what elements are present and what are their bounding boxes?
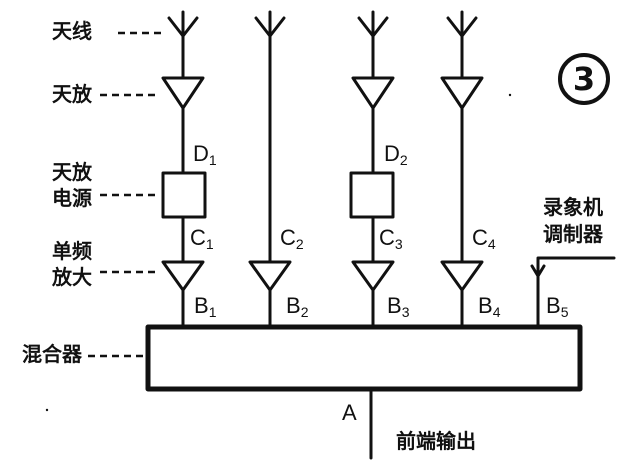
signal-b2: B2 [286,293,309,321]
mixer-box [145,324,583,392]
power-supply-2 [349,171,395,219]
signal-b3: B3 [387,293,410,321]
signal-c3: C3 [379,225,403,253]
antenna-icon-4 [446,10,478,38]
label-amplifier: 天放 [52,82,92,106]
signal-b4: B4 [478,293,501,321]
signal-c1: C1 [190,225,214,253]
signal-c2: C2 [280,225,304,253]
antenna-amplifier-1 [161,76,205,110]
single-band-amplifier-3 [351,260,395,292]
signal-d1: D1 [193,141,217,169]
b5-arrow-icon [530,264,546,278]
antenna-icon-3 [357,10,389,38]
antenna-icon-2 [254,10,286,38]
wire-b5 [536,256,616,329]
scan-dot [508,93,512,97]
scan-dot [45,408,49,412]
label-single-line2: 放大 [52,265,92,289]
label-output: 前端输出 [396,429,476,453]
label-antenna: 天线 [52,19,92,43]
power-supply-1 [161,171,207,219]
single-band-amplifier-4 [440,260,484,292]
signal-b1: B1 [194,293,217,321]
antenna-amplifier-4 [440,76,484,110]
signal-b5: B5 [546,293,569,321]
single-band-amplifier-1 [161,260,205,292]
antenna-icon-1 [167,10,199,38]
label-single-line1: 单频 [52,239,92,263]
label-power-line1: 天放 [52,160,92,184]
signal-a: A [342,400,357,425]
single-band-amplifier-2 [248,260,292,292]
signal-d2: D2 [384,141,408,169]
label-recorder-line1: 录象机 [543,195,603,219]
label-power-line2: 电源 [52,186,92,210]
antenna-amplifier-3 [351,76,395,110]
figure-number-badge: 3 [558,53,610,105]
label-mixer: 混合器 [22,342,82,366]
signal-c4: C4 [472,225,496,253]
label-recorder-line2: 调制器 [543,222,603,246]
